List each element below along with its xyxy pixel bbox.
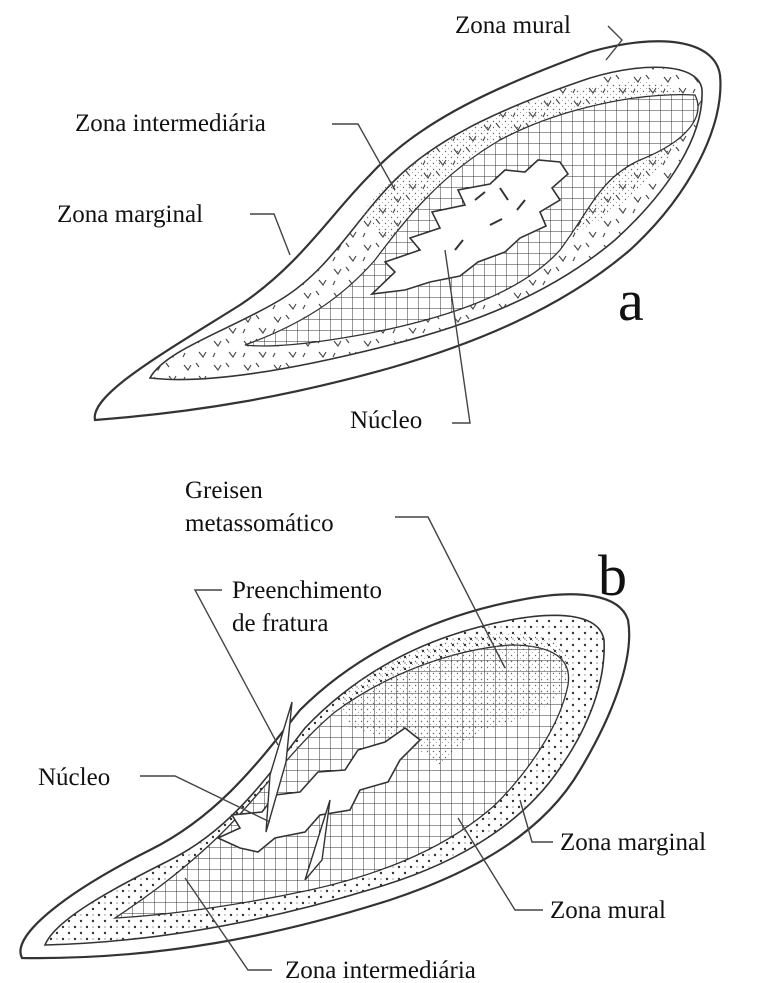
a-leader-zona-intermediaria — [332, 124, 395, 190]
a-label-zona-mural: Zona mural — [455, 12, 571, 39]
b-label-greisen-line1: Greisen — [185, 477, 263, 504]
b-panel-letter: b — [598, 543, 627, 608]
a-panel-letter: a — [618, 268, 644, 333]
a-leader-zona-marginal — [250, 214, 290, 255]
a-label-nucleo: Núcleo — [350, 407, 422, 434]
a-label-zona-intermediaria: Zona intermediária — [75, 110, 266, 137]
b-label-greisen-line2: metassomático — [185, 510, 334, 537]
a-label-zona-marginal: Zona marginal — [57, 201, 203, 228]
a-leader-zona-mural — [606, 26, 622, 60]
figure-a: Zona mural Zona intermediária Zona margi… — [57, 12, 720, 434]
b-label-zona-intermediaria: Zona intermediária — [285, 957, 476, 983]
b-label-zona-mural: Zona mural — [550, 897, 666, 924]
b-label-nucleo: Núcleo — [38, 764, 110, 791]
b-label-preenchimento-line2: de fratura — [232, 610, 328, 637]
b-label-zona-marginal: Zona marginal — [560, 829, 706, 856]
b-label-preenchimento-line1: Preenchimento — [232, 577, 382, 604]
figure-b: Greisen metassomático Preenchimento de f… — [20, 477, 706, 983]
